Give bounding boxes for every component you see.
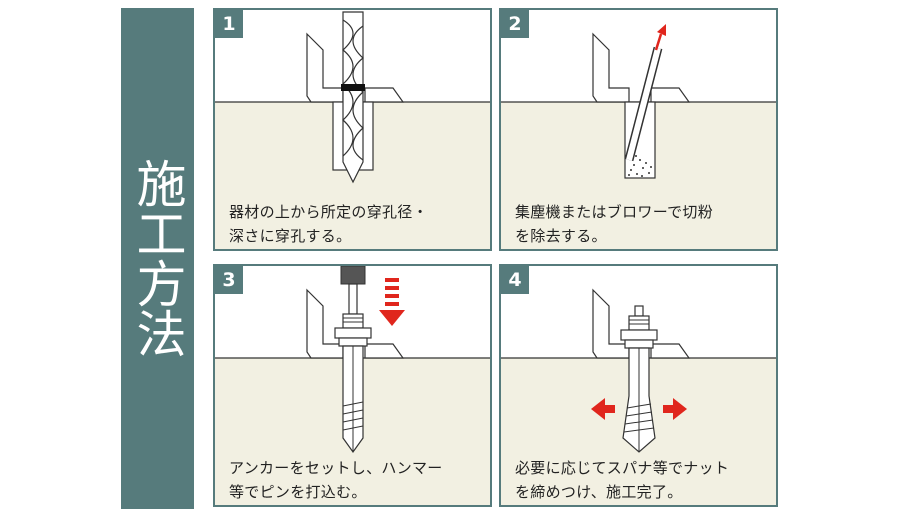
step-number-2: 2 — [501, 10, 529, 38]
step-caption-3: アンカーをセットし、ハンマー 等でピンを打込む。 — [229, 459, 443, 501]
side-title-band: 施工方法 — [121, 8, 194, 509]
step-panel-1: 1 器材の上から所定の穿孔径・ 深さに穿孔する。 — [213, 8, 492, 251]
step-panel-3: 3 アンカーをセットし、ハンマー 等でピンを打込む。 — [213, 264, 492, 507]
step-caption-4: 必要に応じてスパナ等でナット を締めつけ、施工完了。 — [515, 459, 730, 501]
step-number-3: 3 — [215, 266, 243, 294]
step-panel-2: 2 集塵機またはブロワーで切粉 を除去する。 — [499, 8, 778, 251]
step-panel-4: 4 必要に応じてスパナ等でナット を締めつけ、施工完了。 — [499, 264, 778, 507]
tighten-illustration — [501, 288, 776, 505]
drill-illustration — [215, 11, 490, 249]
anchor-set-illustration — [215, 266, 490, 505]
blower-illustration — [501, 24, 776, 249]
step-number-4: 4 — [501, 266, 529, 294]
step-number-1: 1 — [215, 10, 243, 38]
step-caption-2: 集塵機またはブロワーで切粉 を除去する。 — [515, 203, 714, 245]
step-caption-1: 器材の上から所定の穿孔径・ 深さに穿孔する。 — [229, 203, 428, 245]
page-title: 施工方法 — [128, 158, 187, 358]
